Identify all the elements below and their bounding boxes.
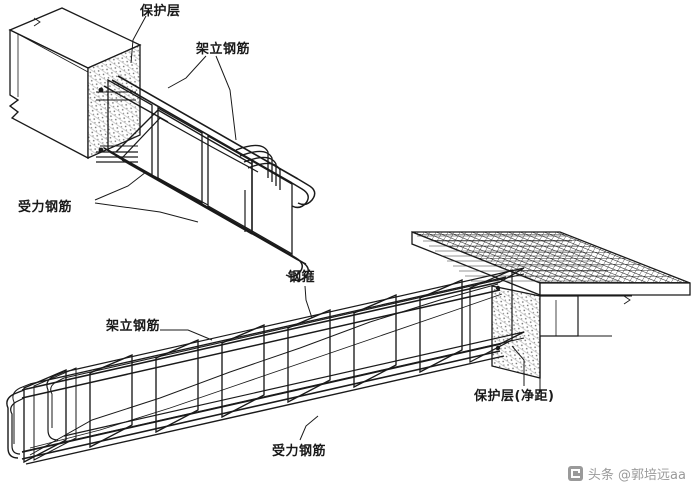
lower-beam-view: [6, 231, 691, 465]
watermark: 头条 @郭培远aa: [567, 464, 686, 483]
label-erection-bars-bottom: 架立钢筋: [106, 319, 161, 334]
label-erection-bars-top: 架立钢筋: [196, 42, 251, 57]
label-stirrup: 钢箍: [288, 270, 316, 285]
label-cover-top: 保护层: [140, 4, 181, 19]
label-tension-bars-bottom: 受力钢筋: [272, 444, 327, 459]
label-cover-clear-distance: 保护层(净距): [474, 389, 555, 404]
label-tension-bars-top: 受力钢筋: [18, 200, 73, 215]
watermark-text: 头条 @郭培远aa: [587, 468, 686, 483]
upper-beam-view: [8, 7, 316, 282]
toutiao-logo-icon: [567, 466, 583, 481]
